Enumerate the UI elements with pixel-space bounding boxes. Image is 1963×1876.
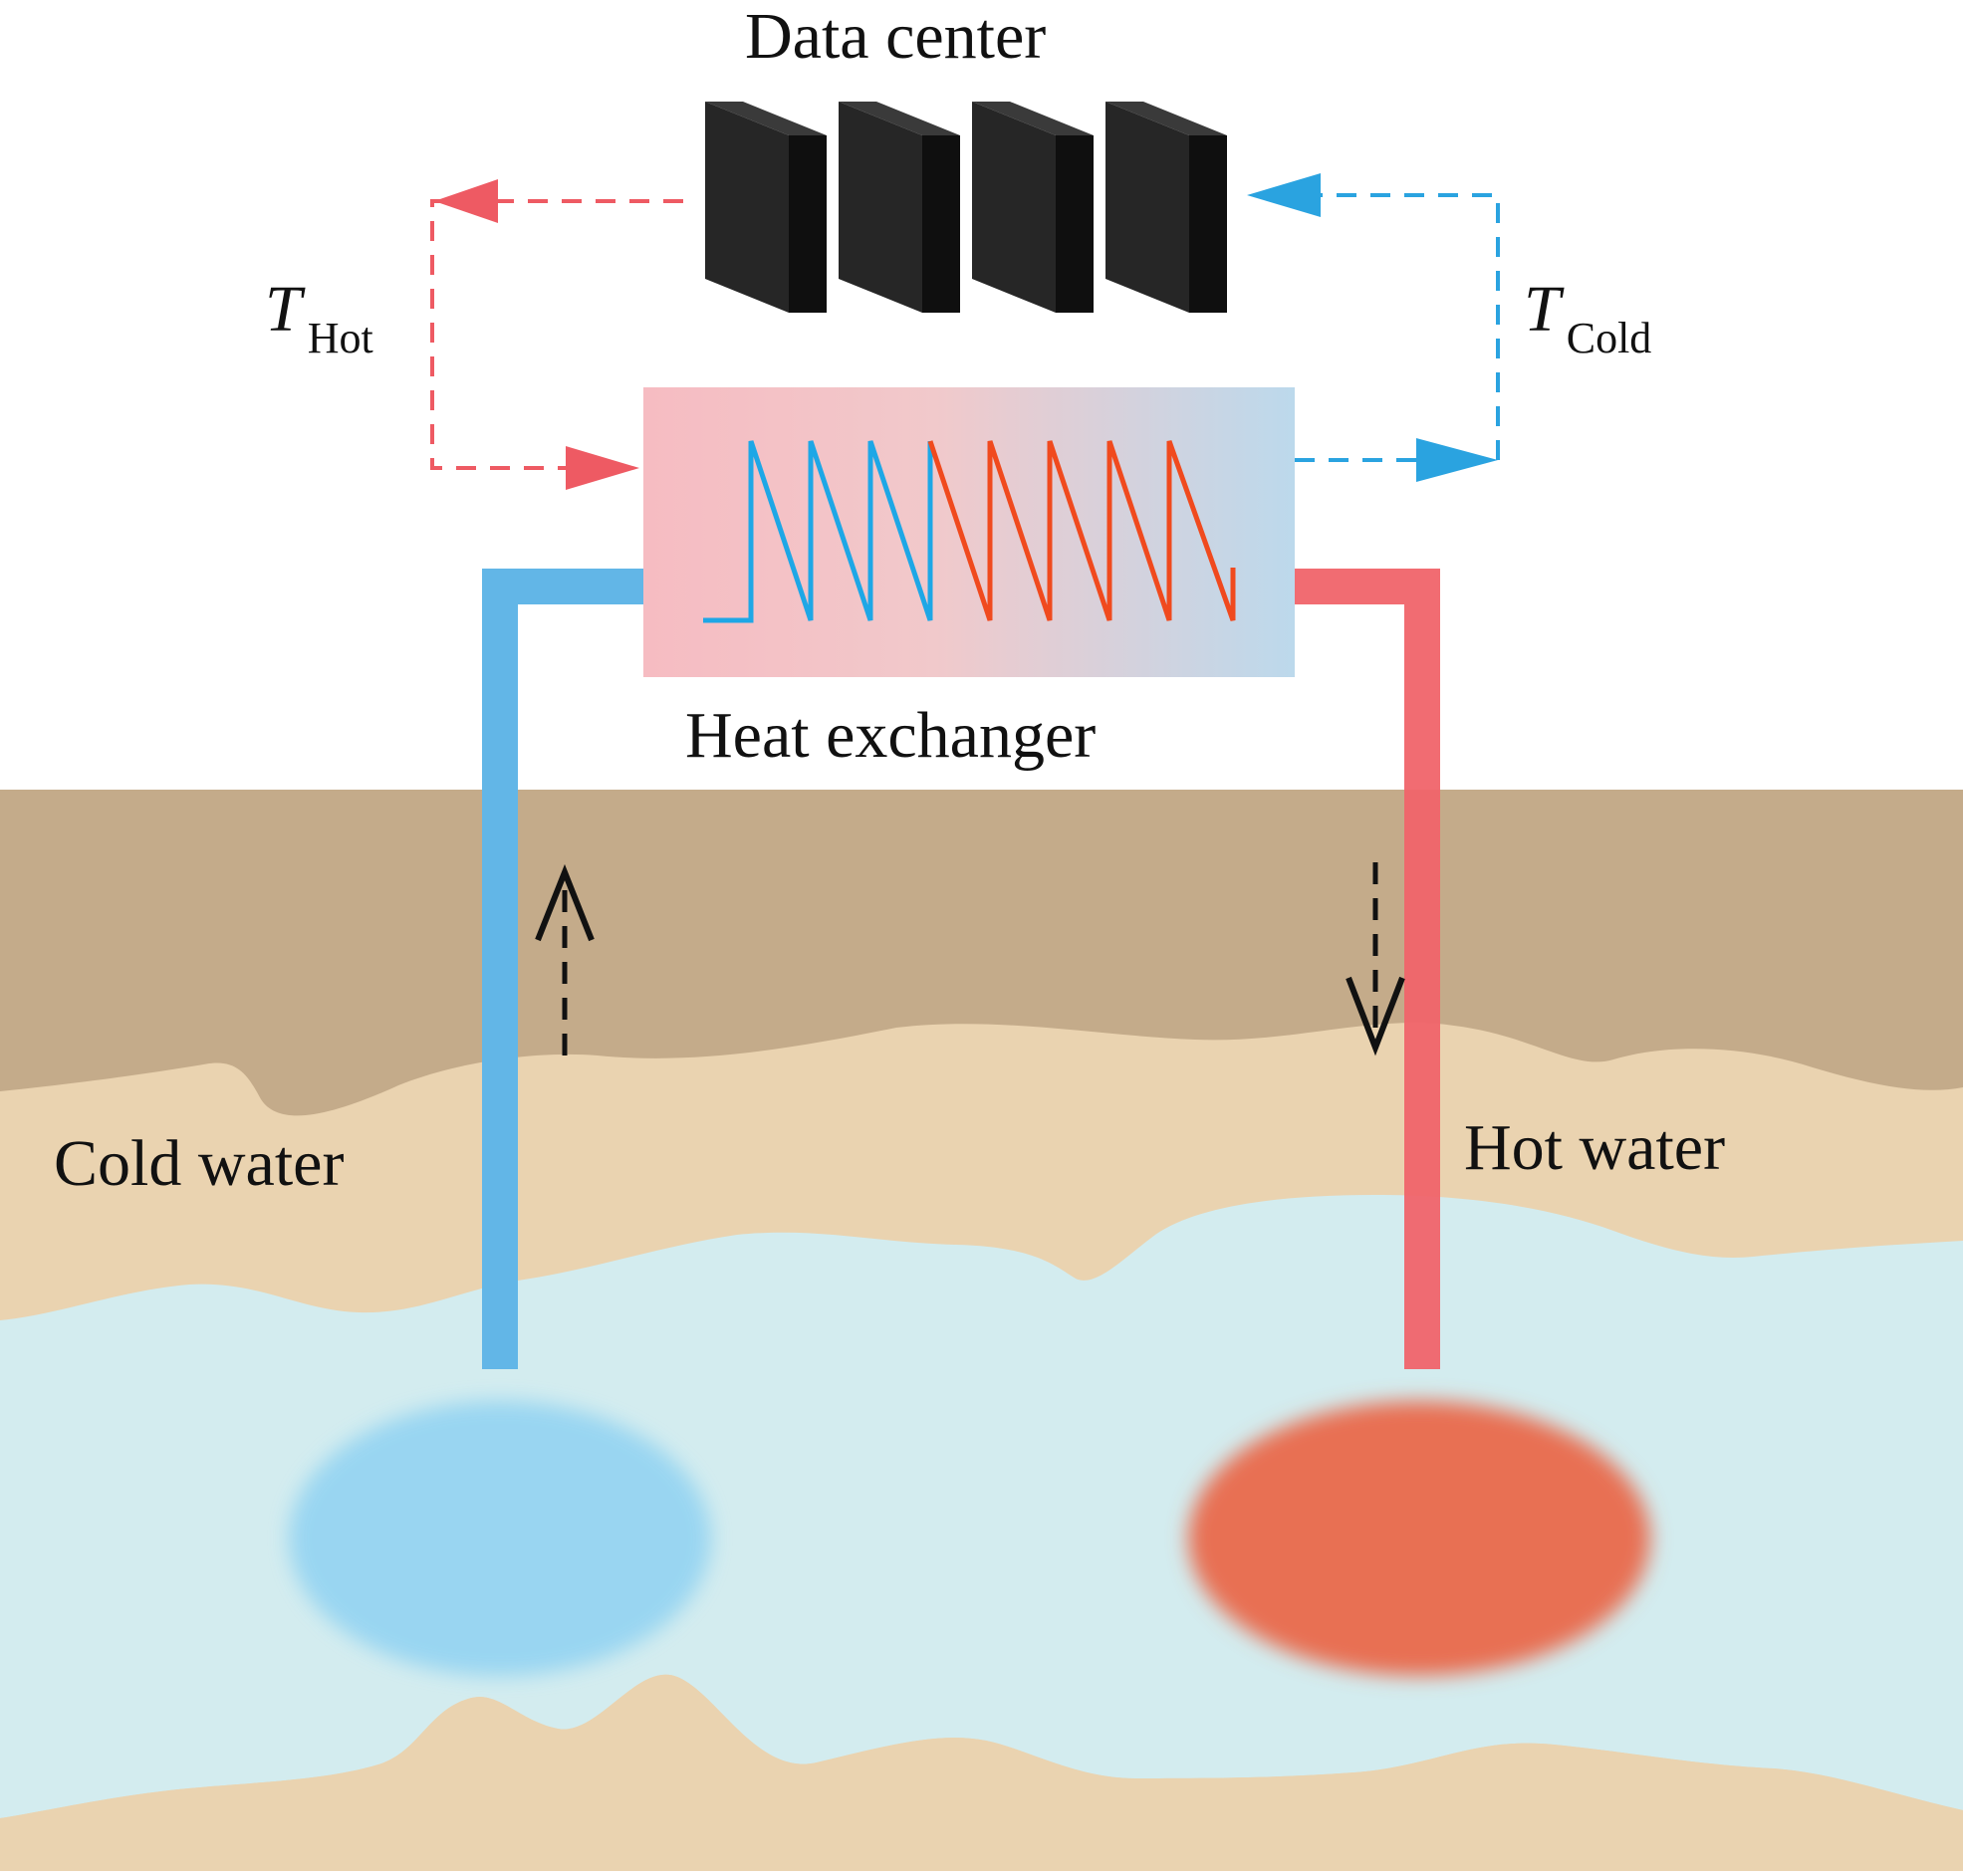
data-center-label: Data center [745, 0, 1047, 73]
cold-well-plume [289, 1401, 711, 1676]
cold-loop-line [1295, 193, 1500, 462]
cold-well [289, 1401, 711, 1676]
server-rack-icon [705, 102, 827, 313]
ground [0, 790, 1963, 1871]
flow-arrow-up [535, 863, 595, 1055]
t-hot-subscript: Hot [307, 314, 373, 362]
hot-water-label: Hot water [1464, 1111, 1726, 1184]
cold-loop [1247, 173, 1500, 482]
hot-loop [430, 179, 683, 490]
cold-pipe-line [482, 569, 711, 1369]
flow-arrow-icon [1346, 976, 1405, 1056]
server-rack-icon [972, 102, 1094, 313]
hot-well-plume [1188, 1401, 1650, 1676]
heat-exchanger-coil-icon [703, 440, 1236, 623]
cold-water-label: Cold water [54, 1127, 345, 1200]
hot-loop-arrow-bottom [566, 446, 639, 490]
flow-arrow-icon [535, 863, 595, 942]
data-center-servers [705, 102, 1227, 313]
t-cold-symbol: T [1524, 273, 1561, 346]
heat-exchanger-box [643, 387, 1295, 677]
soil-deep-layer [0, 1674, 1963, 1871]
server-rack-icon [1105, 102, 1227, 313]
hot-well [1188, 1401, 1650, 1676]
cold-pipe [482, 569, 711, 1369]
coil-hot-section [927, 440, 1236, 621]
heat-exchanger-label: Heat exchanger [685, 699, 1097, 772]
hot-pipe-line [1233, 569, 1440, 1369]
cold-loop-arrow-right [1416, 438, 1498, 482]
hot-loop-line [430, 199, 683, 470]
cold-loop-arrow-left [1247, 173, 1321, 217]
t-hot-symbol: T [265, 273, 302, 346]
t-cold-subscript: Cold [1566, 314, 1652, 362]
heat-exchanger [643, 387, 1295, 677]
flow-arrow-down [1346, 862, 1405, 1056]
server-rack-icon [839, 102, 960, 313]
hot-loop-arrow-top [434, 179, 498, 223]
coil-cold-section [703, 440, 933, 623]
hot-pipe [1233, 569, 1440, 1369]
